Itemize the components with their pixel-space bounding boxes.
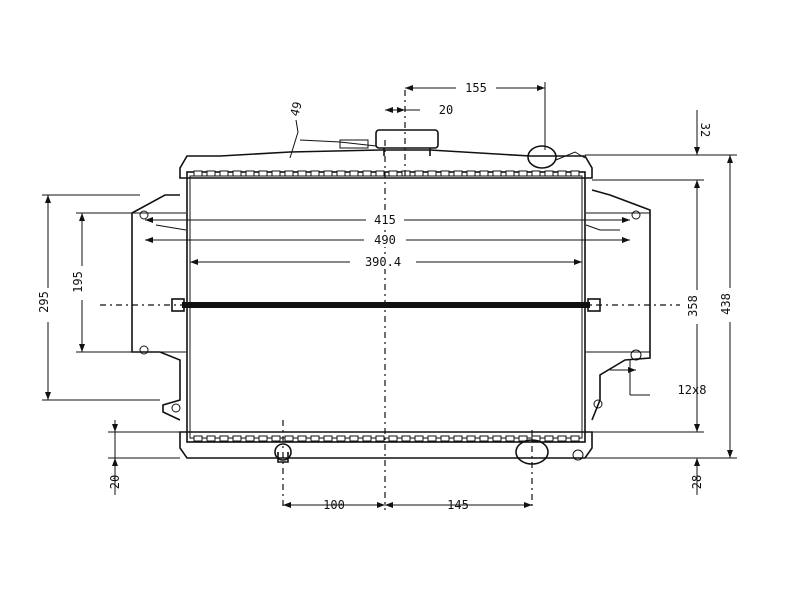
dim-438-label: 438 xyxy=(719,293,733,315)
top-crimp-cell xyxy=(388,170,398,177)
filler-cap xyxy=(299,129,439,156)
top-crimp-cell xyxy=(206,170,216,177)
top-crimp-cell xyxy=(271,170,281,177)
centerlines xyxy=(100,90,680,510)
bottom-crimp-cell xyxy=(219,435,229,442)
top-crimp-cell xyxy=(310,170,320,177)
top-crimp-cell xyxy=(466,170,476,177)
bottom-crimp-cell xyxy=(206,435,216,442)
bottom-crimp-cell xyxy=(466,435,476,442)
top-crimp-cell xyxy=(414,170,424,177)
bottom-crimp-cell xyxy=(362,435,372,442)
bottom-crimp-cell xyxy=(505,435,515,442)
bottom-tank xyxy=(179,431,593,459)
dimension-labels: 155 20 32 49 415 490 390.4 295 195 358 4… xyxy=(37,80,738,512)
top-crimp-cell xyxy=(570,170,580,177)
top-crimp-cell xyxy=(362,170,372,177)
bottom-crimp-cell xyxy=(297,435,307,442)
top-crimp-cell xyxy=(492,170,502,177)
bottom-crimp-cell xyxy=(284,435,294,442)
top-crimp-cell xyxy=(258,170,268,177)
top-crimp-cell xyxy=(232,170,242,177)
dim-28-label: 28 xyxy=(690,475,704,489)
top-tank xyxy=(179,149,593,179)
bottom-crimp-cell xyxy=(479,435,489,442)
bottom-tank-crimps xyxy=(193,435,580,442)
bottom-crimp-cell xyxy=(245,435,255,442)
bottom-crimp-cell xyxy=(375,435,385,442)
upper-hose-outlet xyxy=(527,145,586,169)
left-side-bracket xyxy=(131,194,186,421)
top-crimp-cell xyxy=(349,170,359,177)
dim-490-label: 490 xyxy=(374,233,396,247)
dim-358-label: 358 xyxy=(686,295,700,317)
top-tank-crimps xyxy=(193,170,580,177)
bottom-crimp-cell xyxy=(232,435,242,442)
top-crimp-cell xyxy=(505,170,515,177)
bottom-crimp-cell xyxy=(518,435,528,442)
dim-100-label: 100 xyxy=(323,498,345,512)
bottom-crimp-cell xyxy=(336,435,346,442)
dim-155-label: 155 xyxy=(465,81,487,95)
dim-12x8-label: 12x8 xyxy=(678,383,707,397)
top-crimp-cell xyxy=(479,170,489,177)
bottom-crimp-cell xyxy=(557,435,567,442)
top-crimp-cell xyxy=(336,170,346,177)
bottom-crimp-cell xyxy=(492,435,502,442)
bottom-crimp-cell xyxy=(310,435,320,442)
top-crimp-cell xyxy=(557,170,567,177)
dim-20-top-label: 20 xyxy=(439,103,453,117)
dim-145-label: 145 xyxy=(447,498,469,512)
bottom-crimp-cell xyxy=(401,435,411,442)
top-crimp-cell xyxy=(440,170,450,177)
lower-hose-outlet xyxy=(274,439,584,465)
arrowheads xyxy=(45,85,733,508)
top-crimp-cell xyxy=(193,170,203,177)
top-crimp-cell xyxy=(284,170,294,177)
dim-32-label: 32 xyxy=(698,123,712,137)
bottom-crimp-cell xyxy=(414,435,424,442)
bottom-crimp-cell xyxy=(440,435,450,442)
top-crimp-cell xyxy=(531,170,541,177)
dim-415-label: 415 xyxy=(374,213,396,227)
top-crimp-cell xyxy=(518,170,528,177)
top-crimp-cell xyxy=(544,170,554,177)
bottom-crimp-cell xyxy=(570,435,580,442)
top-crimp-cell xyxy=(375,170,385,177)
top-crimp-cell xyxy=(401,170,411,177)
top-crimp-cell xyxy=(219,170,229,177)
bottom-crimp-cell xyxy=(258,435,268,442)
dim-390-4-label: 390.4 xyxy=(365,255,401,269)
dim-20-bottom-label: 20 xyxy=(108,475,122,489)
dim-195-label: 195 xyxy=(71,271,85,293)
dim-49-label: 49 xyxy=(288,100,305,118)
bottom-crimp-cell xyxy=(544,435,554,442)
bottom-crimp-cell xyxy=(388,435,398,442)
top-crimp-cell xyxy=(427,170,437,177)
top-crimp-cell xyxy=(297,170,307,177)
dim-295-label: 295 xyxy=(37,291,51,313)
top-crimp-cell xyxy=(245,170,255,177)
bottom-crimp-cell xyxy=(453,435,463,442)
bottom-crimp-cell xyxy=(271,435,281,442)
top-crimp-cell xyxy=(323,170,333,177)
bottom-crimp-cell xyxy=(323,435,333,442)
bottom-crimp-cell xyxy=(349,435,359,442)
bottom-crimp-cell xyxy=(193,435,203,442)
top-crimp-cell xyxy=(453,170,463,177)
bottom-crimp-cell xyxy=(427,435,437,442)
right-side-bracket xyxy=(155,189,651,421)
